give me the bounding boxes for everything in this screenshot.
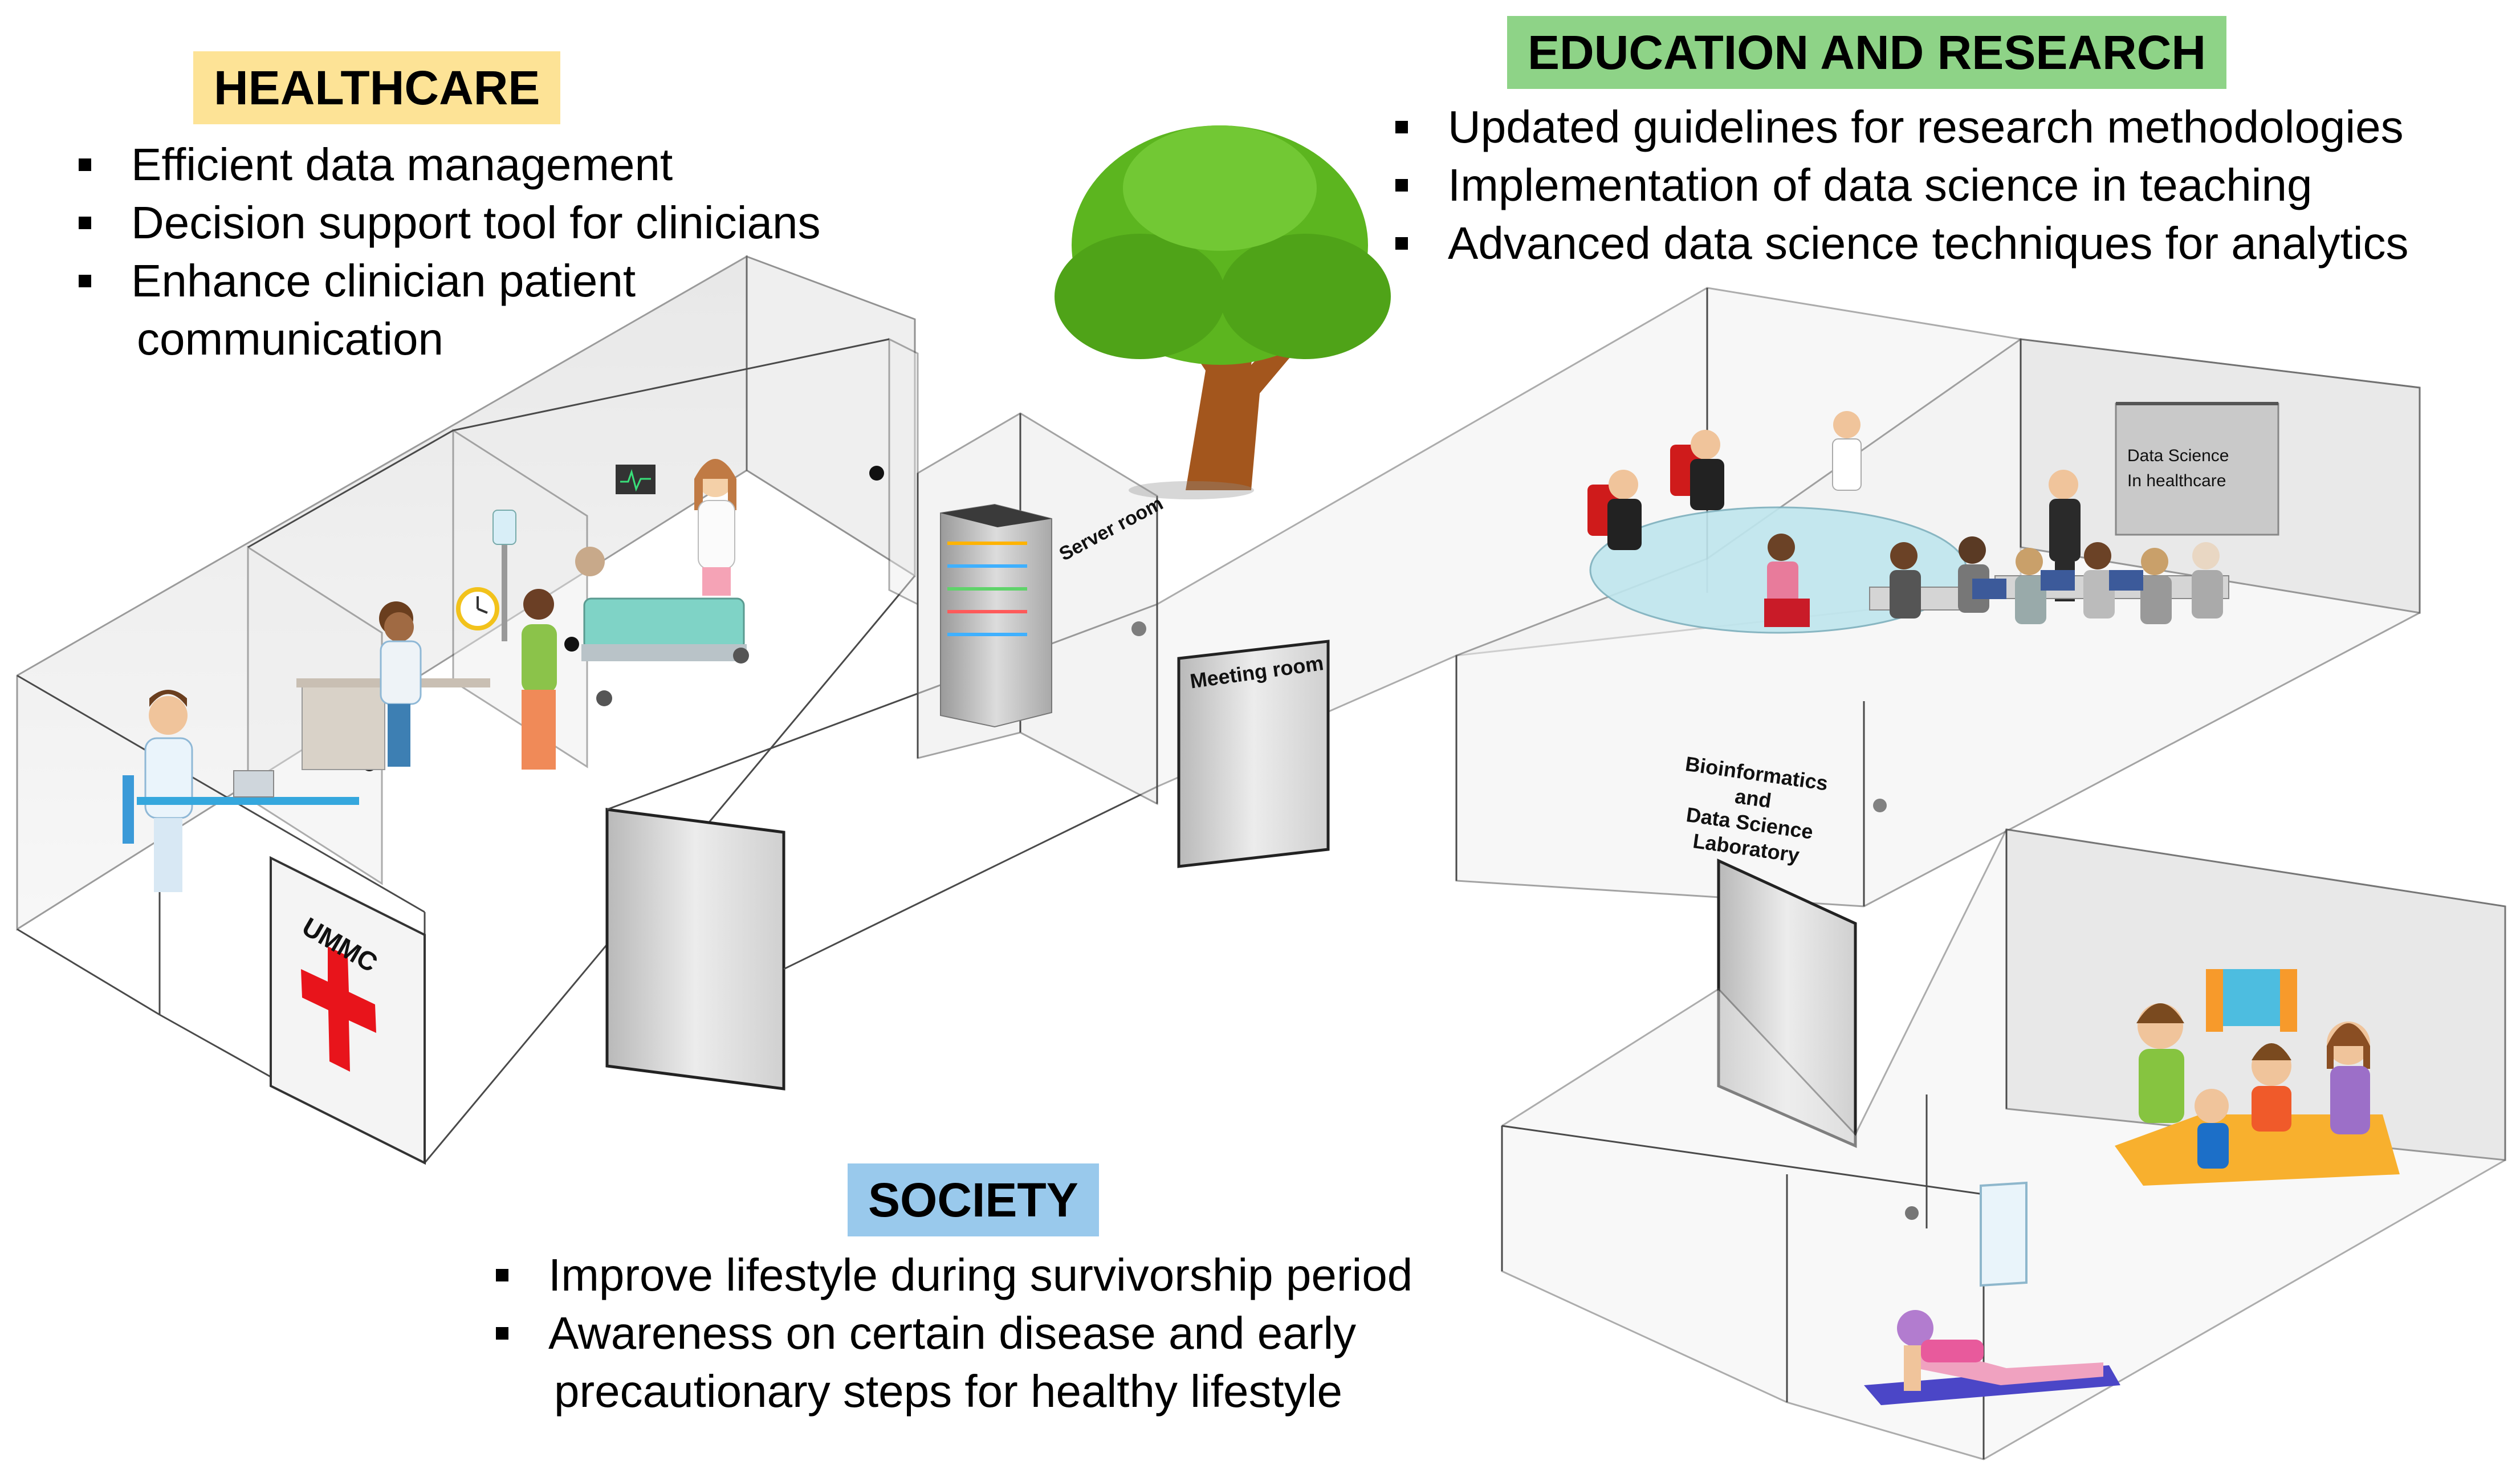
partition-3 <box>888 337 919 606</box>
patient-bed <box>492 459 749 706</box>
red-cross-icon <box>301 946 376 1072</box>
tree-illustration <box>1055 125 1391 499</box>
healthcare-title: HEALTHCARE <box>193 51 561 124</box>
meeting-room-door <box>1177 640 1330 868</box>
bullet-square-icon <box>79 158 91 171</box>
bullet-square-icon <box>1395 121 1408 133</box>
presentation-board-text: Data Science In healthcare <box>2127 443 2229 494</box>
server-rack-icon <box>940 503 1052 728</box>
education-title: EDUCATION AND RESEARCH <box>1507 16 2227 89</box>
bullet-square-icon <box>79 275 91 287</box>
bullet-square-icon <box>1395 237 1408 250</box>
bullet-square-icon <box>79 217 91 229</box>
board-text-line: Data Science <box>2127 446 2229 465</box>
front-door <box>605 808 785 1090</box>
lab-door <box>1717 858 1857 1148</box>
bullet-square-icon <box>1395 179 1408 192</box>
society-bullet-list: Improve lifestyle during survivorship pe… <box>491 1246 1412 1421</box>
window-frame <box>1980 1181 2028 1287</box>
bullet-square-icon <box>496 1269 508 1281</box>
doctor-figure <box>123 690 359 892</box>
education-bullet-list: Updated guidelines for research methodol… <box>1391 98 2408 272</box>
healthcare-front-top <box>17 674 425 913</box>
society-bullet: Improve lifestyle during survivorship pe… <box>491 1246 1412 1304</box>
society-bullet-continuation: precautionary steps for healthy lifestyl… <box>554 1366 1342 1417</box>
audience-group <box>1869 536 2229 624</box>
lab-label: Bioinformatics and Data Science Laborato… <box>1674 751 1830 870</box>
healthcare-bullet-list: Efficient data management Decision suppo… <box>74 136 820 368</box>
society-title: SOCIETY <box>848 1163 1099 1236</box>
consultation-scene <box>296 587 557 770</box>
board-text-line: In healthcare <box>2127 471 2226 490</box>
healthcare-bullet-continuation: communication <box>137 314 444 364</box>
education-bullet: Advanced data science techniques for ana… <box>1391 214 2408 272</box>
family-dining <box>2115 969 2400 1186</box>
yoga-figure <box>1864 1310 2120 1405</box>
education-bullet: Implementation of data science in teachi… <box>1391 156 2408 214</box>
education-bullet: Updated guidelines for research methodol… <box>1391 98 2408 156</box>
healthcare-bullet: Efficient data management <box>74 136 820 194</box>
presentation-board <box>2115 402 2279 536</box>
healthcare-bullet: Decision support tool for clinicians <box>74 194 820 252</box>
bullet-square-icon <box>496 1327 508 1340</box>
